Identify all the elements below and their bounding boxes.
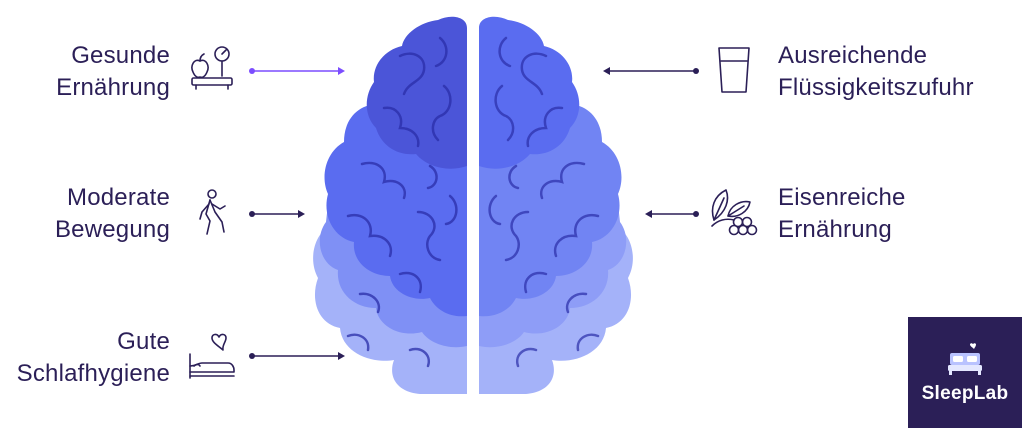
water-glass-icon <box>718 47 750 93</box>
label-gute-schlafhygiene: Gute Schlafhygiene <box>16 328 170 387</box>
brand-name: SleepLab <box>921 383 1009 404</box>
sleeplab-logo: SleepLab <box>908 317 1022 428</box>
arrow-ausreichende-fluessigkeitszufuhr <box>603 67 699 75</box>
label-ausreichende-fluessigkeitszufuhr: Ausreichende Flüssigkeitszufuhr <box>778 42 974 101</box>
label-gesunde-ernaehrung: Gesunde Ernährung <box>56 42 170 101</box>
scale-apple-icon <box>191 46 233 90</box>
arrow-eisenreiche-ernaehrung <box>645 210 699 218</box>
brain-right-hemisphere <box>479 16 633 394</box>
brain-illustration <box>313 16 633 394</box>
label-eisenreiche-ernaehrung: Eisenreiche Ernährung <box>778 184 906 243</box>
bed-heart-icon <box>948 343 982 375</box>
arrow-moderate-bewegung <box>249 210 305 218</box>
brain-left-hemisphere <box>313 16 467 394</box>
walking-person-icon <box>199 189 226 235</box>
leaf-berries-icon <box>711 189 758 236</box>
label-moderate-bewegung: Moderate Bewegung <box>54 184 170 243</box>
arrow-gute-schlafhygiene <box>249 352 345 360</box>
bed-heart-icon <box>189 333 235 379</box>
arrow-gesunde-ernaehrung <box>249 67 345 75</box>
